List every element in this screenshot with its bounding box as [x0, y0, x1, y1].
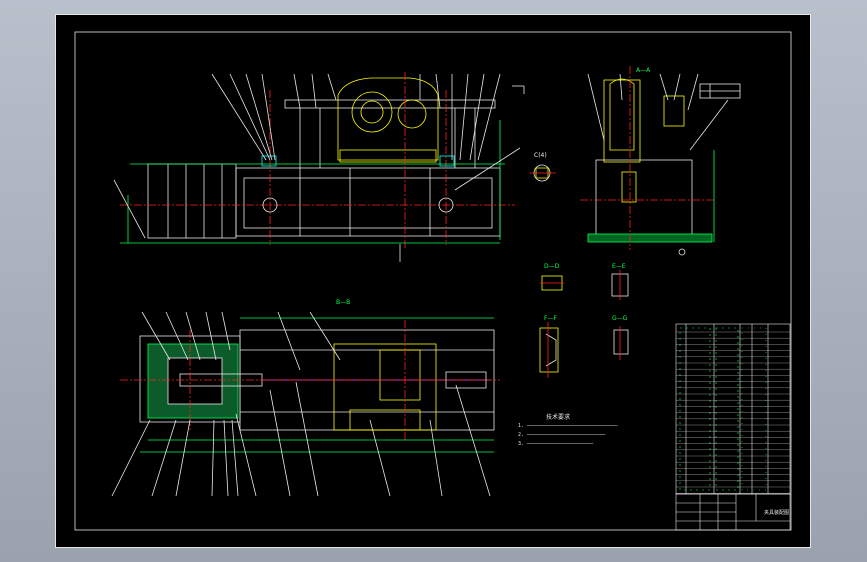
notes-heading: 技术要求	[546, 413, 570, 421]
front-view	[113, 72, 525, 262]
parts-list-rows	[676, 331, 790, 494]
title-block	[675, 493, 791, 531]
label-section-e: E—E	[612, 263, 626, 270]
label-section-f: F—F	[544, 315, 557, 322]
technical-notes: 技术要求 1. ────────────────────────────── 2…	[518, 413, 618, 447]
drawing-sheet	[55, 14, 811, 548]
title-block-caption: 夹具装配图	[764, 509, 789, 516]
notes-line-3: 3. ──────────────────────	[518, 441, 594, 447]
plan-view	[111, 311, 500, 497]
side-view	[580, 66, 741, 256]
label-section-g: G—G	[612, 315, 628, 322]
sheet-inner-frame	[74, 31, 792, 531]
label-plan-section: B—B	[336, 299, 350, 306]
label-section-d: D—D	[544, 263, 560, 270]
section-details	[539, 270, 629, 378]
label-detail-c: C(4)	[534, 152, 547, 159]
detail-c	[530, 164, 556, 182]
notes-line-2: 2. ──────────────────────────	[518, 432, 606, 438]
gearbox-housing	[337, 77, 439, 161]
motor-body	[147, 163, 237, 239]
notes-line-1: 1. ──────────────────────────────	[518, 423, 618, 429]
label-top-section: A—A	[636, 67, 651, 74]
